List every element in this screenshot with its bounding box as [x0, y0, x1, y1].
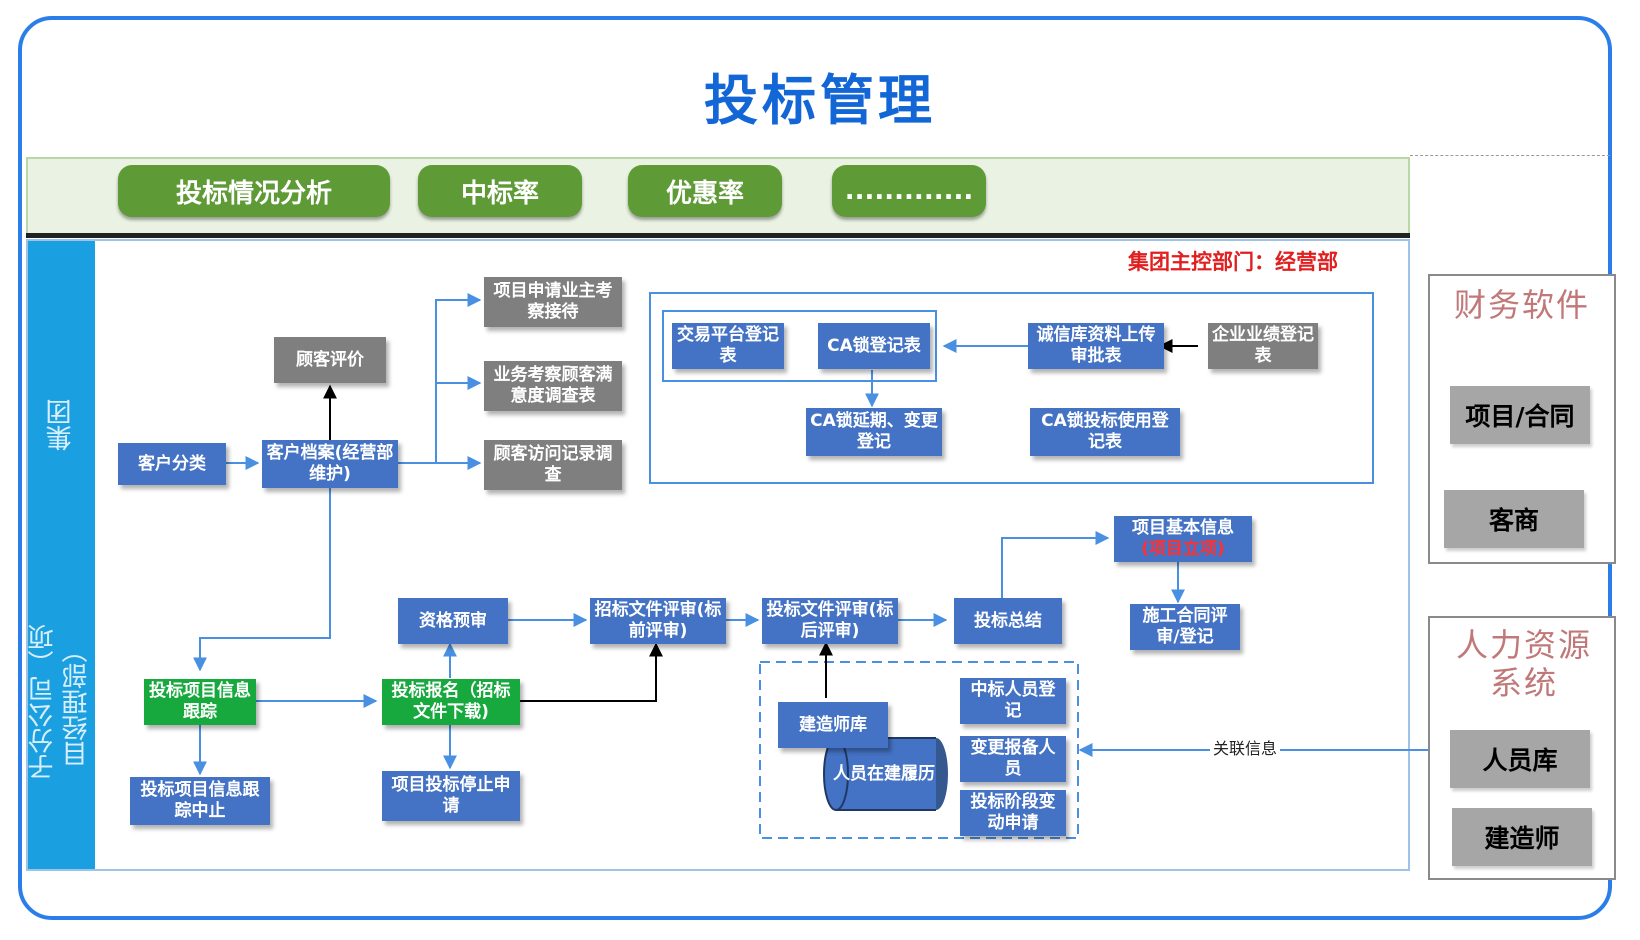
hr-title: 人力资源系统	[1455, 626, 1592, 702]
customer-file-node[interactable]: 客户档案(经营部维护)	[262, 440, 398, 488]
more-button[interactable]: .............	[832, 165, 986, 217]
dept-note: 集团主控部门：经营部	[1128, 250, 1338, 274]
customer-category-node[interactable]: 客户分类	[118, 443, 226, 485]
visit-record-node[interactable]: 顾客访问记录调查	[484, 440, 622, 490]
bid-analysis-button[interactable]: 投标情况分析	[118, 165, 390, 217]
stop-tracking-node[interactable]: 投标项目信息跟踪中止	[130, 777, 270, 825]
page-title: 投标管理	[704, 69, 936, 132]
customer-review-node[interactable]: 顾客评价	[274, 337, 386, 383]
qualification-node[interactable]: 资格预审	[398, 598, 508, 644]
finance-title: 财务软件	[1453, 286, 1590, 324]
tender-review-pre-node[interactable]: 招标文件评审(标前评审)	[590, 598, 726, 644]
project-approval-label: (项目立项)	[1141, 539, 1225, 559]
resume-cylinder	[823, 737, 948, 811]
owner-reception-node[interactable]: 项目申请业主考察接待	[484, 277, 622, 327]
staff-library-item[interactable]: 人员库	[1450, 730, 1590, 788]
stop-apply-node[interactable]: 项目投标停止申请	[382, 771, 520, 821]
credit-upload-node[interactable]: 诚信库资料上传审批表	[1028, 323, 1164, 369]
project-info-node[interactable]: 项目基本信息 (项目立项)	[1114, 516, 1252, 562]
ca-usage-node[interactable]: CA锁投标使用登记表	[1030, 408, 1180, 456]
link-label: 关联信息	[1210, 735, 1281, 759]
lane-strip	[28, 241, 95, 869]
bid-review-post-node[interactable]: 投标文件评审(标后评审)	[762, 598, 898, 644]
ca-group-frame	[649, 292, 1374, 484]
project-info-label: 项目基本信息	[1132, 518, 1234, 538]
builder-library-node[interactable]: 建造师库	[778, 702, 888, 748]
stage-change-node[interactable]: 投标阶段变动申请	[960, 790, 1066, 836]
winner-reg-node[interactable]: 中标人员登记	[960, 678, 1066, 724]
constructor-item[interactable]: 建造师	[1452, 808, 1592, 866]
satisfaction-survey-node[interactable]: 业务考察顾客满意度调查表	[484, 361, 622, 411]
contract-review-node[interactable]: 施工合同评审/登记	[1130, 604, 1240, 650]
customer-supplier-item[interactable]: 客商	[1444, 490, 1584, 548]
tracking-node[interactable]: 投标项目信息跟踪	[144, 679, 256, 725]
ca-extend-node[interactable]: CA锁延期、变更登记	[806, 408, 942, 456]
change-staff-node[interactable]: 变更报备人员	[960, 736, 1066, 782]
signup-node[interactable]: 投标报名（招标文件下载)	[382, 679, 520, 725]
topbar-divider	[26, 233, 1410, 238]
ca-inner-frame	[662, 310, 937, 382]
bid-summary-node[interactable]: 投标总结	[954, 598, 1062, 644]
trade-platform-node[interactable]: 交易平台登记表	[672, 323, 784, 369]
discount-rate-button[interactable]: 优惠率	[628, 165, 782, 217]
ca-register-node[interactable]: CA锁登记表	[818, 323, 930, 369]
divider	[1410, 155, 1610, 156]
project-contract-item[interactable]: 项目/合同	[1450, 386, 1590, 444]
enterprise-perf-node[interactable]: 企业业绩登记表	[1208, 323, 1318, 369]
resume-db-label: 人员在建履历	[833, 763, 935, 784]
win-rate-button[interactable]: 中标率	[418, 165, 582, 217]
staff-dashed-frame	[759, 661, 1079, 839]
